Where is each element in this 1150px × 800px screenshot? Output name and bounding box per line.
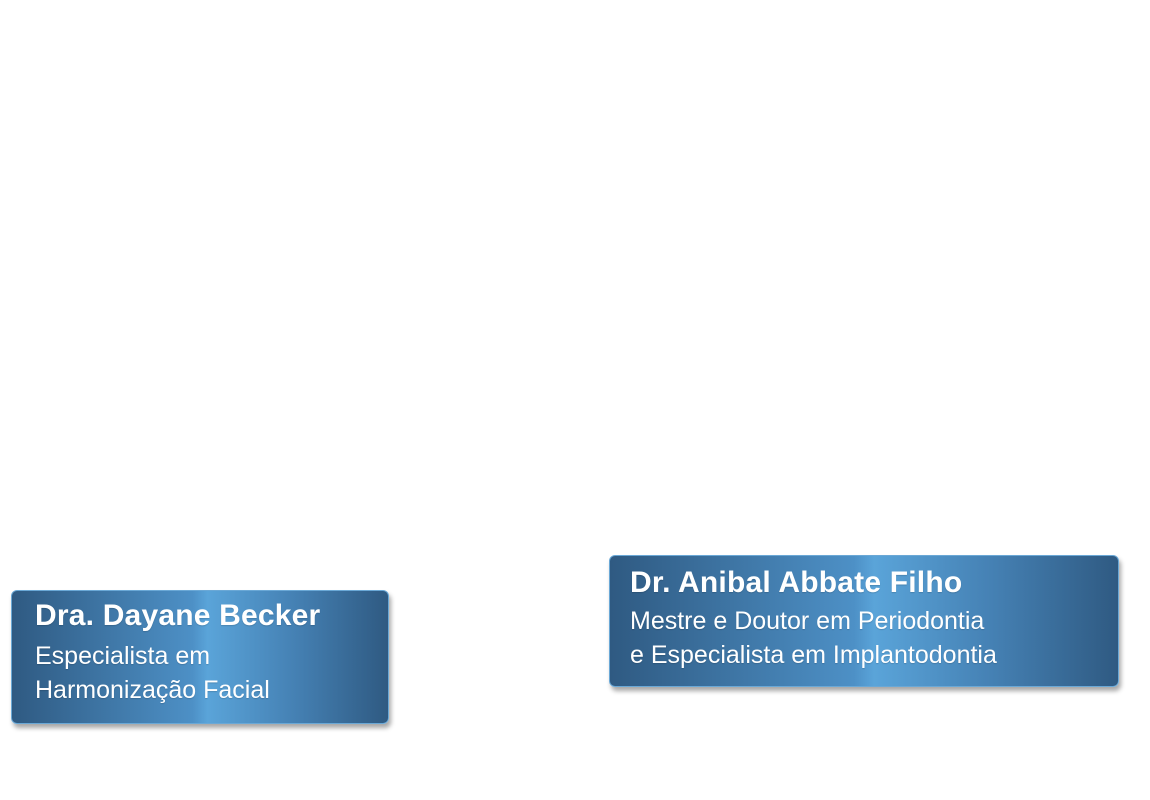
doctor-card-anibal-abbate-filho: Dr. Anibal Abbate Filho Mestre e Doutor …	[609, 555, 1119, 687]
doctor-specialty-line-1: Especialista em	[35, 642, 211, 670]
doctor-specialty-line-2: e Especialista em Implantodontia	[630, 641, 997, 669]
doctor-specialty-line-1: Mestre e Doutor em Periodontia	[630, 607, 985, 635]
doctor-card-dayane-becker: Dra. Dayane Becker Especialista em Harmo…	[11, 590, 389, 724]
doctor-specialty-line-2: Harmonização Facial	[35, 676, 270, 704]
doctor-name: Dr. Anibal Abbate Filho	[630, 566, 963, 599]
doctor-name: Dra. Dayane Becker	[35, 599, 321, 632]
